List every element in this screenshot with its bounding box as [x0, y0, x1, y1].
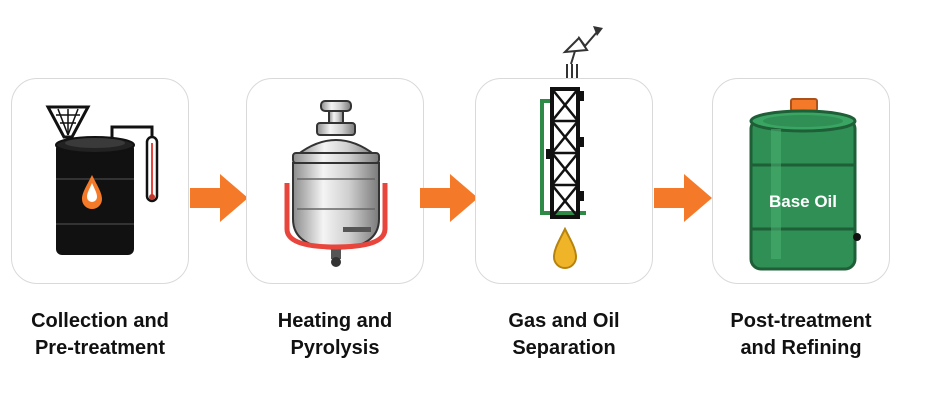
step-label-line: Pre-treatment — [34, 337, 166, 359]
step-card-pyrolysis — [246, 78, 424, 284]
arrow-right-icon — [190, 174, 248, 222]
pyrolysis-reactor-icon — [284, 100, 388, 267]
step-label-line: Separation — [512, 337, 616, 359]
step-label-refining: Post-treatment and Refining — [691, 308, 911, 362]
gas-outlet-arrow-icon — [562, 26, 603, 84]
arrow-right-icon — [420, 174, 478, 222]
step-label-separation: Gas and Oil Separation — [454, 308, 674, 362]
step-label-line: Heating and — [277, 310, 393, 332]
step-label-line: Collection and — [31, 310, 169, 332]
step-label-line: Pyrolysis — [290, 337, 380, 359]
step-label-pyrolysis: Heating and Pyrolysis — [225, 308, 445, 362]
step-card-refining: Base Oil — [712, 78, 890, 284]
step-card-collection — [11, 78, 189, 284]
arrow-right-icon — [654, 174, 712, 222]
step-label-collection: Collection and Pre-treatment — [0, 308, 210, 362]
step-label-line: Post-treatment — [730, 310, 872, 332]
step-card-separation — [475, 78, 653, 284]
oil-drum-funnel-icon — [45, 105, 159, 255]
distillation-column-icon — [540, 87, 586, 269]
base-oil-drum-icon: Base Oil — [749, 98, 861, 271]
step-label-line: Gas and Oil — [508, 310, 620, 332]
drum-label: Base Oil — [769, 192, 837, 211]
step-label-line: and Refining — [740, 337, 862, 359]
